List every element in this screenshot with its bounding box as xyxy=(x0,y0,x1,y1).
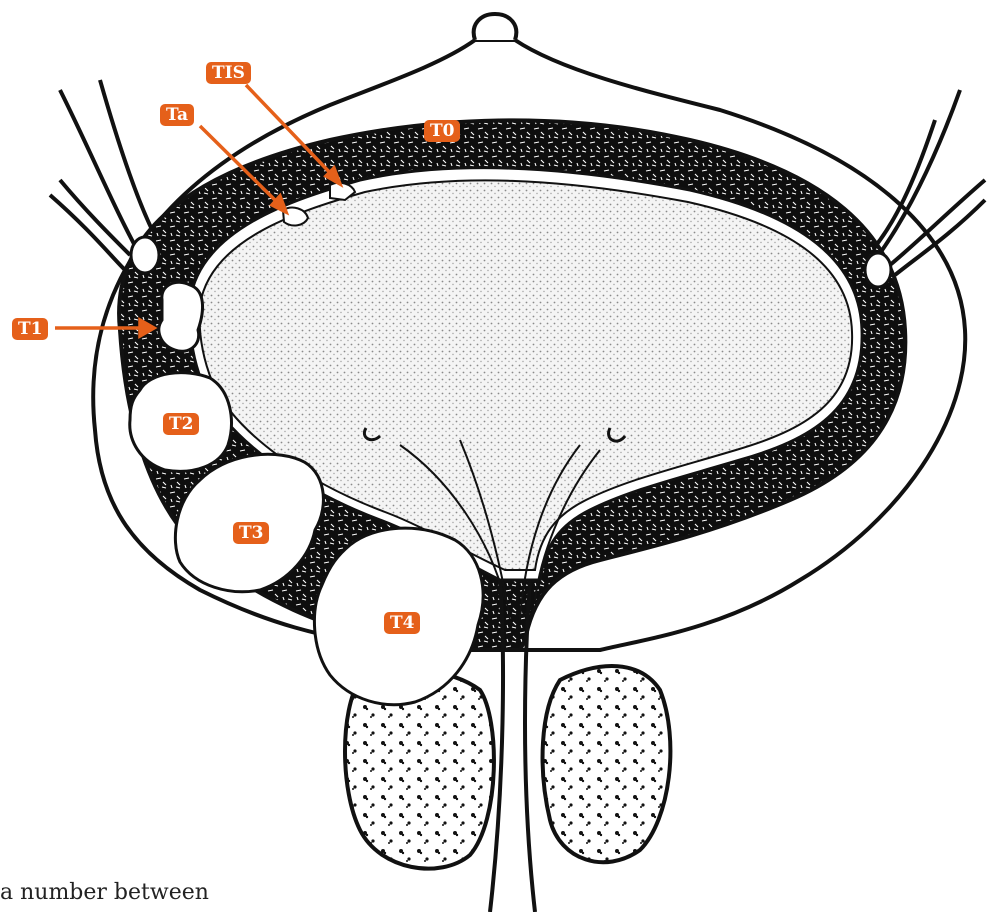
t1-tumour xyxy=(159,282,203,351)
label-t4: T4 xyxy=(384,612,420,634)
label-t0: T0 xyxy=(424,120,460,142)
label-t1: T1 xyxy=(12,318,48,340)
prostate-right-lobe xyxy=(543,666,671,862)
right-orifice-nodule xyxy=(865,253,891,287)
label-tis: TIS xyxy=(206,62,251,84)
label-t2: T2 xyxy=(163,413,199,435)
urachus xyxy=(474,14,517,40)
label-ta: Ta xyxy=(160,104,194,126)
caption-text: a number between xyxy=(0,880,209,905)
label-t3: T3 xyxy=(233,522,269,544)
left-orifice-nodule xyxy=(131,237,159,273)
